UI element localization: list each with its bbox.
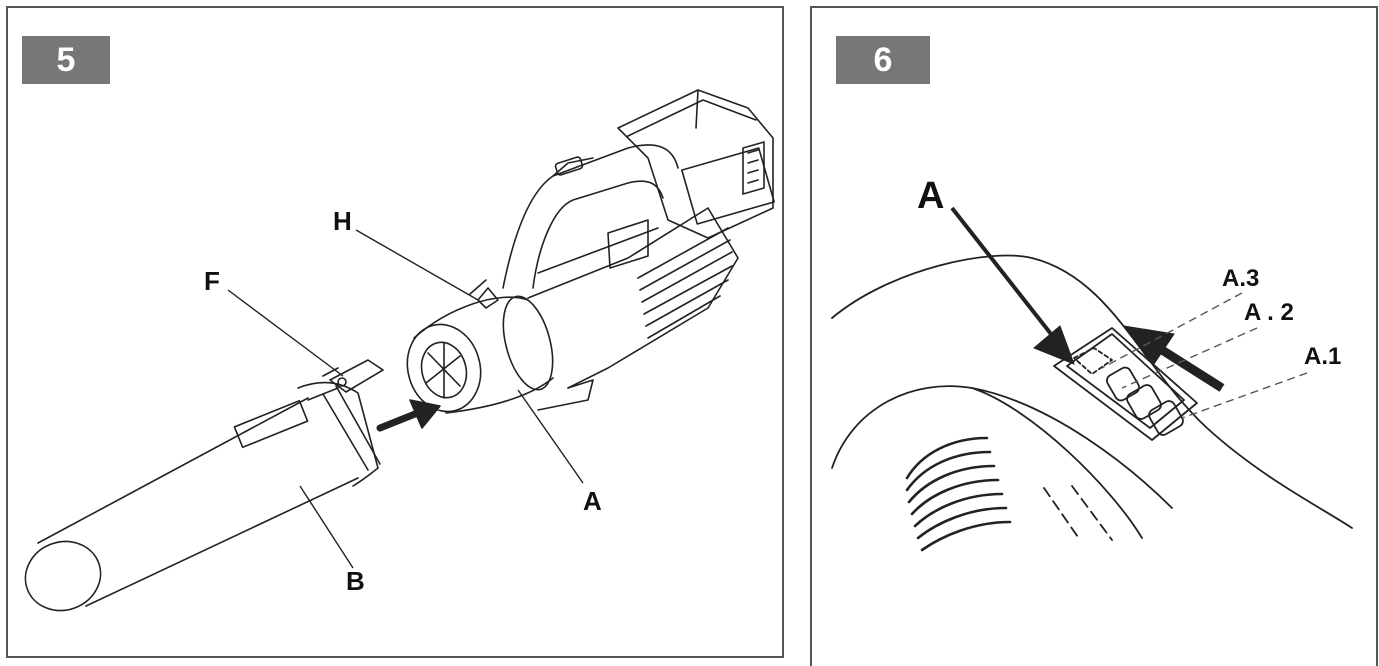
leader-f	[227, 289, 344, 377]
label-a: A	[917, 175, 944, 217]
label-a: A	[583, 486, 602, 516]
leader-a3	[1101, 292, 1243, 369]
figure-number-badge: 5	[22, 36, 110, 84]
blower-assembly-drawing: H F A B	[24, 89, 775, 612]
lock-button-f	[322, 359, 384, 393]
label-a3: A.3	[1222, 265, 1259, 292]
leader-a2	[1121, 327, 1258, 389]
housing-top-edge	[831, 254, 1353, 529]
speed-slide-switch	[1053, 327, 1198, 441]
housing-inner-edge	[831, 385, 1173, 509]
blower-body-a	[406, 207, 739, 414]
vent-fins	[905, 436, 1012, 552]
label-a1: A.1	[1304, 343, 1341, 370]
blower-handle	[502, 144, 679, 289]
battery-pack	[617, 89, 775, 239]
leader-a1	[1181, 372, 1308, 419]
speed-switch-detail-drawing: A A.3 A . 2 A.1	[831, 175, 1353, 552]
leader-b	[299, 485, 354, 569]
label-b: B	[346, 566, 365, 596]
leader-a	[517, 389, 584, 484]
figure-5-panel: 5	[6, 6, 784, 658]
label-a2: A . 2	[1244, 299, 1294, 326]
figure-6-panel: 6	[810, 6, 1378, 666]
label-f: F	[204, 266, 220, 296]
label-h: H	[333, 206, 352, 236]
leader-h	[355, 229, 479, 301]
blower-tube-b	[24, 381, 381, 612]
figure-number-badge: 6	[836, 36, 930, 84]
